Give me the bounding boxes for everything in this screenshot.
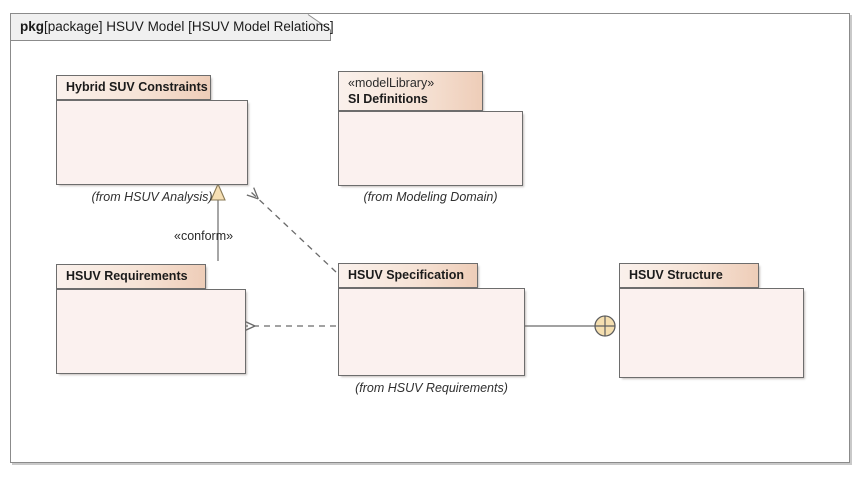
- package-tab-hsuv-specification[interactable]: HSUV Specification: [338, 263, 478, 288]
- package-stereotype-si-definitions: «modelLibrary»: [348, 75, 435, 90]
- frame-header-label: pkg[package] HSUV Model [HSUV Model Rela…: [20, 18, 334, 36]
- connector-spec-to-constraints: [246, 187, 337, 273]
- package-body-hsuv-requirements[interactable]: [56, 289, 246, 374]
- package-title-hsuv-specification: HSUV Specification: [348, 268, 464, 282]
- package-title-hybrid-suv-constraints: Hybrid SUV Constraints: [66, 80, 208, 94]
- package-body-si-definitions[interactable]: [338, 111, 523, 186]
- package-caption-hsuv-specification: (from HSUV Requirements): [355, 381, 508, 395]
- frame-header-text: [package] HSUV Model [HSUV Model Relatio…: [44, 19, 334, 34]
- package-title-hsuv-structure: HSUV Structure: [629, 268, 723, 282]
- diagram-frame: pkg[package] HSUV Model [HSUV Model Rela…: [10, 13, 850, 463]
- frame-header-keyword: pkg: [20, 19, 45, 34]
- package-caption-hybrid-suv-constraints: (from HSUV Analysis): [91, 190, 213, 204]
- package-tab-hsuv-structure[interactable]: HSUV Structure: [619, 263, 759, 288]
- containment-circle-icon: [594, 315, 616, 337]
- connector-spec-contains-structure: [525, 315, 616, 337]
- package-body-hybrid-suv-constraints[interactable]: [56, 100, 248, 185]
- connector-label-conform: «conform»: [174, 229, 234, 243]
- package-title-hsuv-requirements: HSUV Requirements: [66, 269, 188, 283]
- package-tab-hsuv-requirements[interactable]: HSUV Requirements: [56, 264, 206, 289]
- package-tab-hybrid-suv-constraints[interactable]: Hybrid SUV Constraints: [56, 75, 211, 100]
- package-tab-si-definitions[interactable]: «modelLibrary» SI Definitions: [338, 71, 483, 111]
- package-body-hsuv-specification[interactable]: [338, 288, 525, 376]
- package-title-si-definitions: SI Definitions: [348, 91, 428, 106]
- package-caption-si-definitions: (from Modeling Domain): [363, 190, 498, 204]
- diagram-frame-header: pkg[package] HSUV Model [HSUV Model Rela…: [11, 14, 334, 41]
- package-body-hsuv-structure[interactable]: [619, 288, 804, 378]
